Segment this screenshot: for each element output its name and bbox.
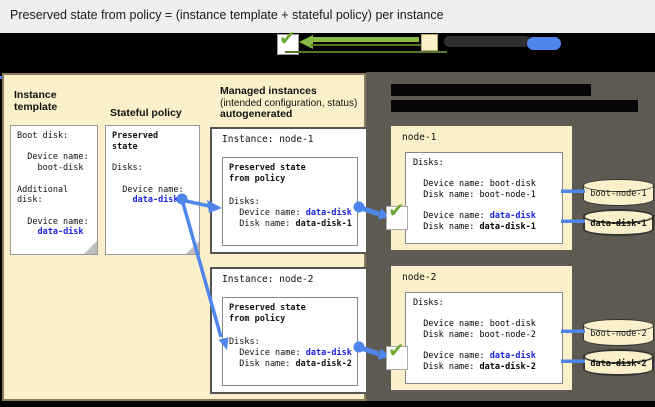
applied-check-icon-node-2: ✔ (386, 340, 408, 370)
managed-heading-line3: autogenerated (220, 108, 293, 120)
legend-template-chip-icon (421, 34, 438, 51)
mig-config-panel: Instance template Boot disk: Device name… (2, 73, 369, 401)
diagram-title: Preserved state from policy = (instance … (10, 8, 444, 22)
disk-cylinder-data-disk-2: data-disk-2 (583, 349, 654, 376)
vm-name-label: node-2 (402, 272, 437, 283)
managed-heading-line2: (intended configuration, status) (220, 97, 358, 109)
vm-disks-box-node-1: Disks: Device name: boot-disk Disk name:… (405, 152, 563, 244)
managed-heading-line1: Managed instances (220, 85, 317, 97)
vm-box-node-1: node-1 Disks: Device name: boot-disk Dis… (391, 126, 572, 250)
managed-instance-title: Instance: node-2 (222, 274, 314, 285)
disk-label: boot-node-2 (590, 329, 647, 339)
vm-disks-box-node-2: Disks: Device name: boot-disk Disk name:… (405, 292, 563, 384)
disk-cylinder-boot-node-2: boot-node-2 (583, 319, 654, 346)
legend-bar: ✔ (0, 28, 655, 79)
legend-check-icon: ✔ (277, 28, 299, 55)
check-glyph: ✔ (279, 28, 296, 50)
legend-green-arrow-tail (311, 37, 419, 42)
applied-check-icon-node-1: ✔ (386, 200, 408, 230)
vm-name-label: node-1 (402, 132, 437, 143)
vm-box-node-2: node-2 Disks: Device name: boot-disk Dis… (391, 266, 572, 390)
redacted-heading-bar-2 (391, 100, 638, 112)
legend-disk-oval-icon (527, 37, 561, 50)
legend-green-arrowhead-icon (299, 35, 313, 49)
legend-instance-pill-icon (444, 36, 530, 47)
managed-instance-title: Instance: node-1 (222, 134, 314, 145)
instance-template-heading: Instance template (14, 89, 58, 113)
legend-green-arrow-shadow (311, 44, 421, 46)
legend-green-underline (285, 51, 447, 53)
title-strip: Preserved state from policy = (instance … (0, 0, 655, 33)
stateful-policy-heading: Stateful policy (110, 107, 182, 119)
check-glyph: ✔ (388, 200, 405, 222)
doc-fold-corner (84, 241, 97, 254)
check-glyph: ✔ (388, 340, 405, 362)
instance-template-doc: Boot disk: Device name: boot-disk Additi… (10, 125, 98, 255)
disk-cylinder-boot-node-1: boot-node-1 (583, 179, 654, 206)
disk-label: data-disk-2 (590, 359, 647, 369)
redacted-heading-bar-1 (391, 84, 591, 96)
managed-instances-heading: Managed instances (intended configuratio… (220, 85, 358, 121)
doc-fold-corner (186, 241, 199, 254)
disk-label: boot-node-1 (590, 189, 647, 199)
vm-panel: node-1 Disks: Device name: boot-disk Dis… (366, 72, 655, 401)
disk-cylinder-data-disk-1: data-disk-1 (583, 209, 654, 236)
disk-label: data-disk-1 (590, 219, 647, 229)
